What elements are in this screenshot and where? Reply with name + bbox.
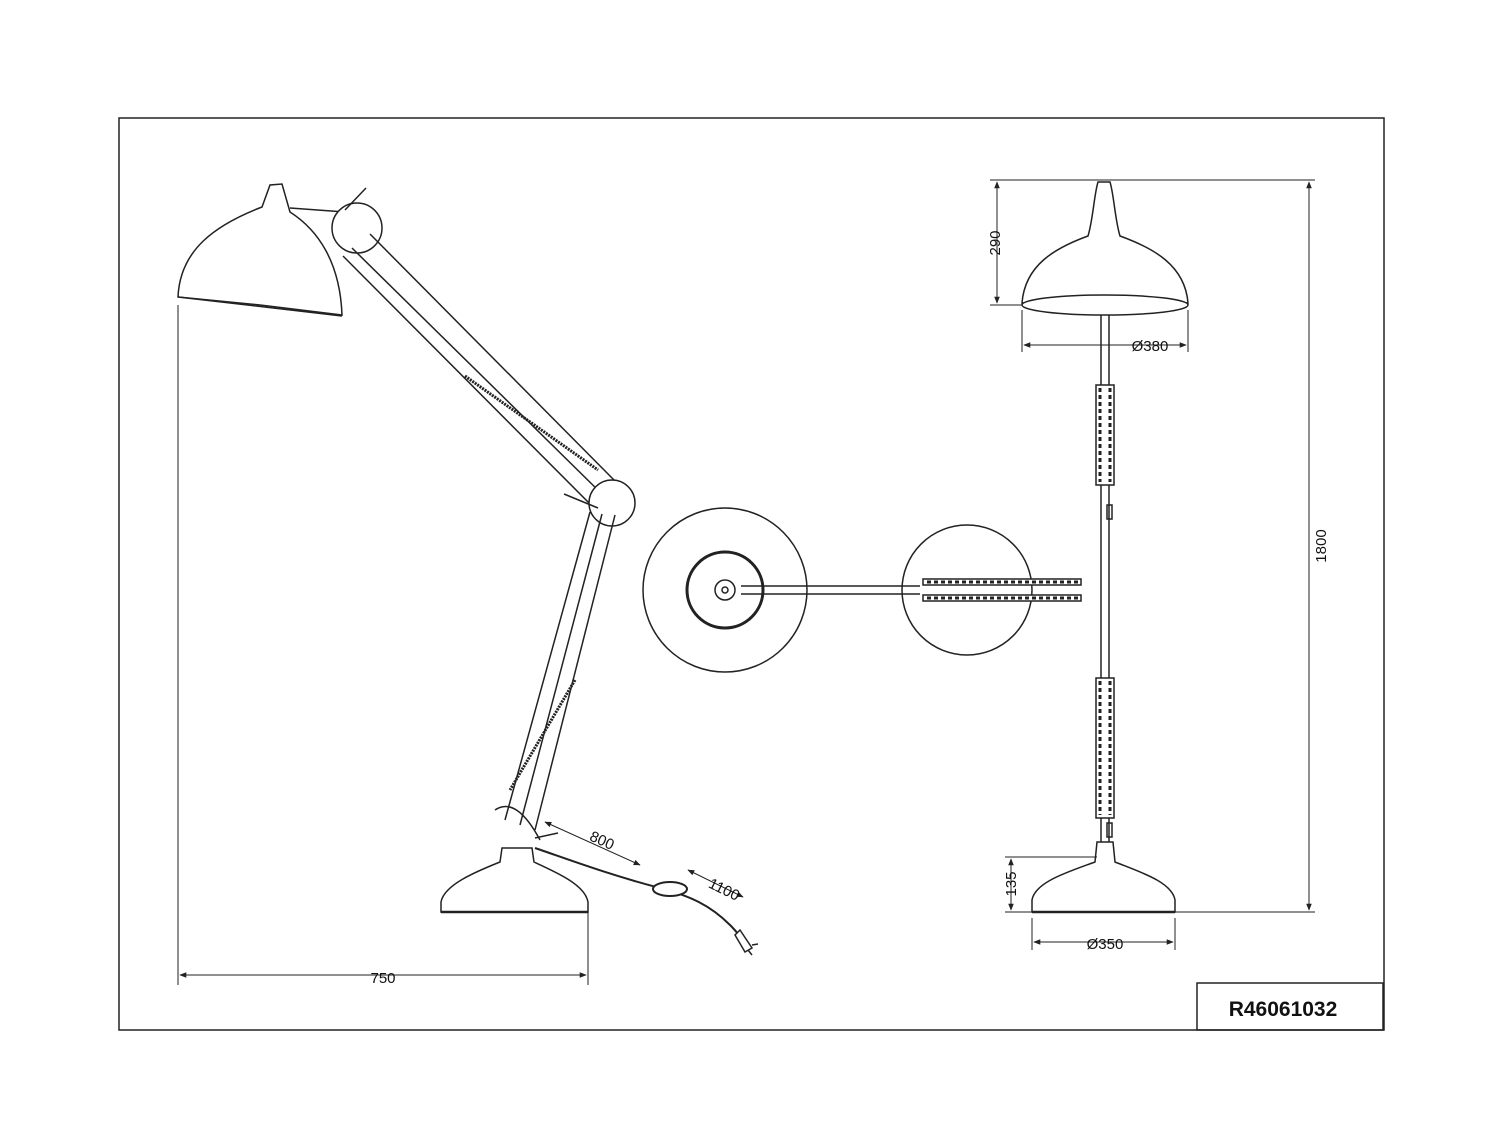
inline-switch <box>652 881 688 897</box>
dim-shade-height: 290 <box>987 230 1004 255</box>
dim-shade-diameter: Ø380 <box>1132 338 1169 355</box>
front-arm-upper <box>1095 384 1115 486</box>
side-base <box>440 847 589 913</box>
side-dimensions <box>177 305 744 985</box>
dim-base-height: 135 <box>1003 871 1020 896</box>
top-base-outline <box>642 507 808 673</box>
top-view <box>642 507 1082 673</box>
upper-arm <box>342 255 599 513</box>
upper-hinge-disc <box>331 202 383 254</box>
top-arm-upper <box>922 578 1082 586</box>
product-code: R46061032 <box>1229 998 1338 1021</box>
front-shade <box>1021 181 1189 304</box>
plug-icon <box>734 928 754 954</box>
top-arm-lower <box>922 594 1082 602</box>
top-base-inner <box>685 550 765 630</box>
dim-cable-total: 1100 <box>706 875 742 904</box>
dim-total-height: 1800 <box>1313 529 1330 562</box>
dim-base-width: 750 <box>370 970 395 987</box>
front-base <box>1031 841 1176 913</box>
front-dimensions <box>990 179 1315 950</box>
title-block: R46061032 <box>1196 982 1384 1031</box>
lower-arm <box>504 511 591 821</box>
side-shade <box>177 183 343 316</box>
dim-cable-to-switch: 800 <box>587 828 617 854</box>
middle-hinge-disc <box>588 479 636 527</box>
front-view <box>1021 181 1189 914</box>
dim-base-diameter: Ø350 <box>1087 936 1124 953</box>
side-view <box>177 183 759 956</box>
top-shade-outline <box>901 524 1033 656</box>
drawing-frame <box>118 117 1385 1031</box>
